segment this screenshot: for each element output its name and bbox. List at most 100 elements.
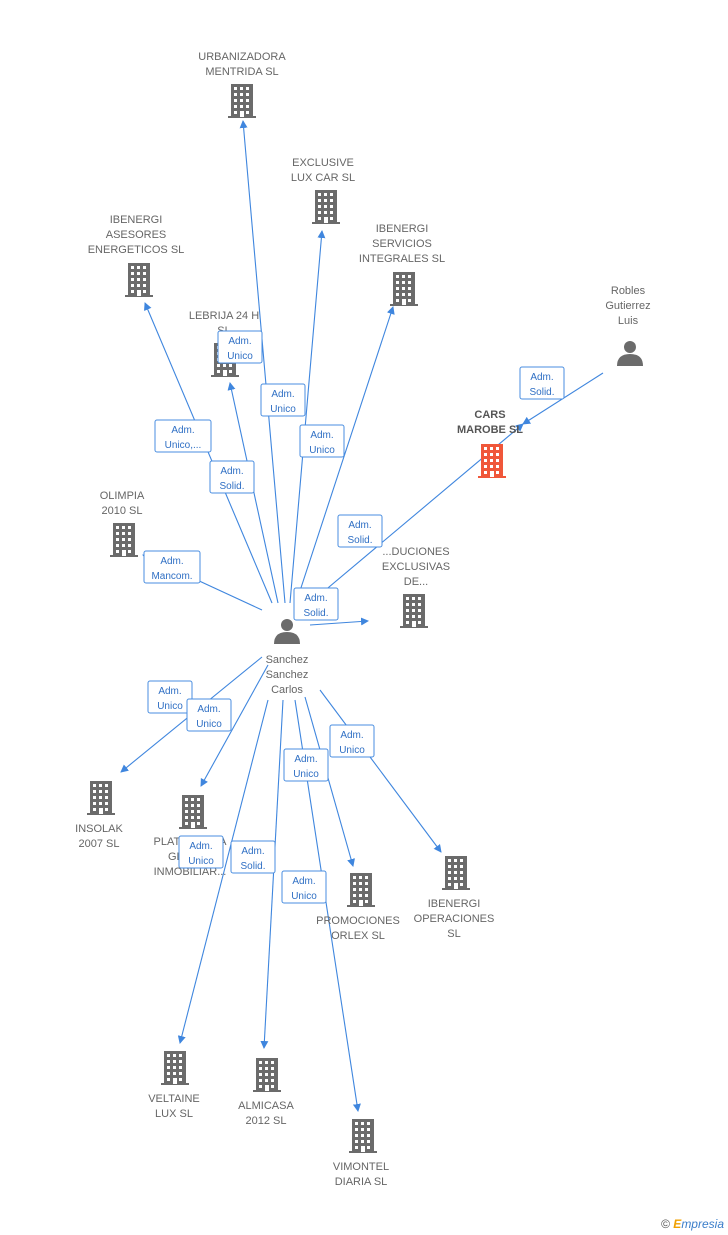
role-text: Unico bbox=[227, 351, 253, 362]
person-icon bbox=[274, 619, 300, 644]
role-label[interactable]: Adm.Solid. bbox=[293, 587, 339, 621]
node-cars[interactable]: CARS MAROBE SL bbox=[457, 409, 523, 478]
node-label: Sanchez bbox=[266, 669, 309, 681]
edge-sanchez-ibenergi_op bbox=[319, 689, 442, 853]
role-label[interactable]: Adm.Unico bbox=[260, 383, 306, 417]
role-box bbox=[217, 330, 263, 364]
building-icon bbox=[125, 263, 153, 297]
node-label: ENERGETICOS SL bbox=[88, 244, 185, 256]
role-text: Adm. bbox=[271, 389, 294, 400]
role-text: Adm. bbox=[340, 730, 363, 741]
role-label[interactable]: Adm.Solid. bbox=[209, 460, 255, 494]
role-label[interactable]: Adm.Solid. bbox=[337, 514, 383, 548]
node-label: Robles bbox=[611, 285, 646, 297]
node-label: VELTAINE bbox=[148, 1093, 200, 1105]
role-box bbox=[147, 680, 193, 714]
role-label[interactable]: Adm. Unico bbox=[147, 680, 193, 714]
role-box bbox=[260, 383, 306, 417]
node-label: SERVICIOS bbox=[372, 238, 432, 250]
role-box bbox=[143, 550, 201, 584]
role-box bbox=[230, 840, 276, 874]
node-label: Carlos bbox=[271, 684, 303, 696]
role-label[interactable]: Adm.Solid. bbox=[230, 840, 276, 874]
node-label: IBENERGI bbox=[376, 223, 429, 235]
brand-name: mpresia bbox=[681, 1217, 724, 1231]
role-text: Solid. bbox=[347, 535, 372, 546]
node-exclusive[interactable]: EXCLUSIVE LUX CAR SL bbox=[291, 157, 355, 224]
role-text: Adm. bbox=[158, 686, 181, 697]
node-label: DE... bbox=[404, 576, 428, 588]
node-label: CARS bbox=[474, 409, 505, 421]
node-label: Luis bbox=[618, 315, 639, 327]
role-text: Adm. bbox=[160, 556, 183, 567]
role-text: Unico bbox=[339, 745, 365, 756]
role-text: Adm. bbox=[530, 372, 553, 383]
edge-sanchez-lebrija bbox=[227, 382, 279, 604]
role-label[interactable]: Adm.Unico bbox=[283, 748, 329, 782]
node-label: OPERACIONES bbox=[414, 913, 495, 925]
role-text: Solid. bbox=[529, 387, 554, 398]
node-label: Sanchez bbox=[266, 654, 309, 666]
role-text: Adm. bbox=[189, 841, 212, 852]
role-label[interactable]: Adm.Unico bbox=[217, 330, 263, 364]
node-producciones[interactable]: ...DUCIONES EXCLUSIVAS DE... bbox=[382, 546, 450, 628]
node-label: EXCLUSIVAS bbox=[382, 561, 450, 573]
role-label[interactable]: Adm. Unico bbox=[329, 724, 375, 758]
node-label: INSOLAK bbox=[75, 823, 123, 835]
building-icon bbox=[442, 856, 470, 890]
node-label: 2007 SL bbox=[79, 838, 120, 850]
role-box bbox=[154, 419, 212, 453]
role-box bbox=[299, 424, 345, 458]
role-text: Adm. bbox=[310, 430, 333, 441]
role-label[interactable]: Adm.Unico bbox=[186, 698, 232, 732]
building-icon bbox=[478, 444, 506, 478]
role-label[interactable]: Adm. Unico bbox=[299, 424, 345, 458]
role-box bbox=[519, 366, 565, 400]
node-label: IBENERGI bbox=[110, 214, 163, 226]
node-label: Gutierrez bbox=[605, 300, 650, 312]
person-icon bbox=[617, 341, 643, 366]
role-label[interactable]: Adm.Unico,... bbox=[154, 419, 212, 453]
building-icon bbox=[179, 795, 207, 829]
role-box bbox=[337, 514, 383, 548]
node-label: ...DUCIONES bbox=[382, 546, 449, 558]
role-text: Unico bbox=[157, 701, 183, 712]
role-label[interactable]: Adm.Unico bbox=[281, 870, 327, 904]
role-text: Adm. bbox=[294, 754, 317, 765]
node-label: MAROBE SL bbox=[457, 424, 523, 436]
role-box bbox=[281, 870, 327, 904]
building-icon bbox=[390, 272, 418, 306]
role-text: Adm. bbox=[220, 466, 243, 477]
node-label: LEBRIJA 24 H bbox=[189, 310, 259, 322]
role-label[interactable]: Adm.Mancom. bbox=[143, 550, 201, 584]
role-text: Unico bbox=[196, 719, 222, 730]
node-label: LUX CAR SL bbox=[291, 172, 355, 184]
role-text: Unico bbox=[188, 856, 214, 867]
role-label[interactable]: Adm. Solid. bbox=[519, 366, 565, 400]
edge-sanchez-producciones bbox=[309, 617, 369, 626]
role-label[interactable]: Adm. Unico bbox=[178, 835, 224, 869]
node-insolak[interactable]: INSOLAK 2007 SL bbox=[75, 781, 124, 850]
node-label: URBANIZADORA bbox=[198, 51, 286, 63]
node-label: 2012 SL bbox=[246, 1115, 287, 1127]
role-text: Unico bbox=[291, 891, 317, 902]
role-box bbox=[186, 698, 232, 732]
building-icon bbox=[400, 594, 428, 628]
role-text: Unico bbox=[309, 445, 335, 456]
edge-sanchez-exclusive bbox=[289, 230, 326, 604]
node-label: EXCLUSIVE bbox=[292, 157, 354, 169]
node-label: ORLEX SL bbox=[331, 930, 385, 942]
edge-sanchez-plataforma bbox=[200, 664, 269, 787]
building-icon bbox=[87, 781, 115, 815]
